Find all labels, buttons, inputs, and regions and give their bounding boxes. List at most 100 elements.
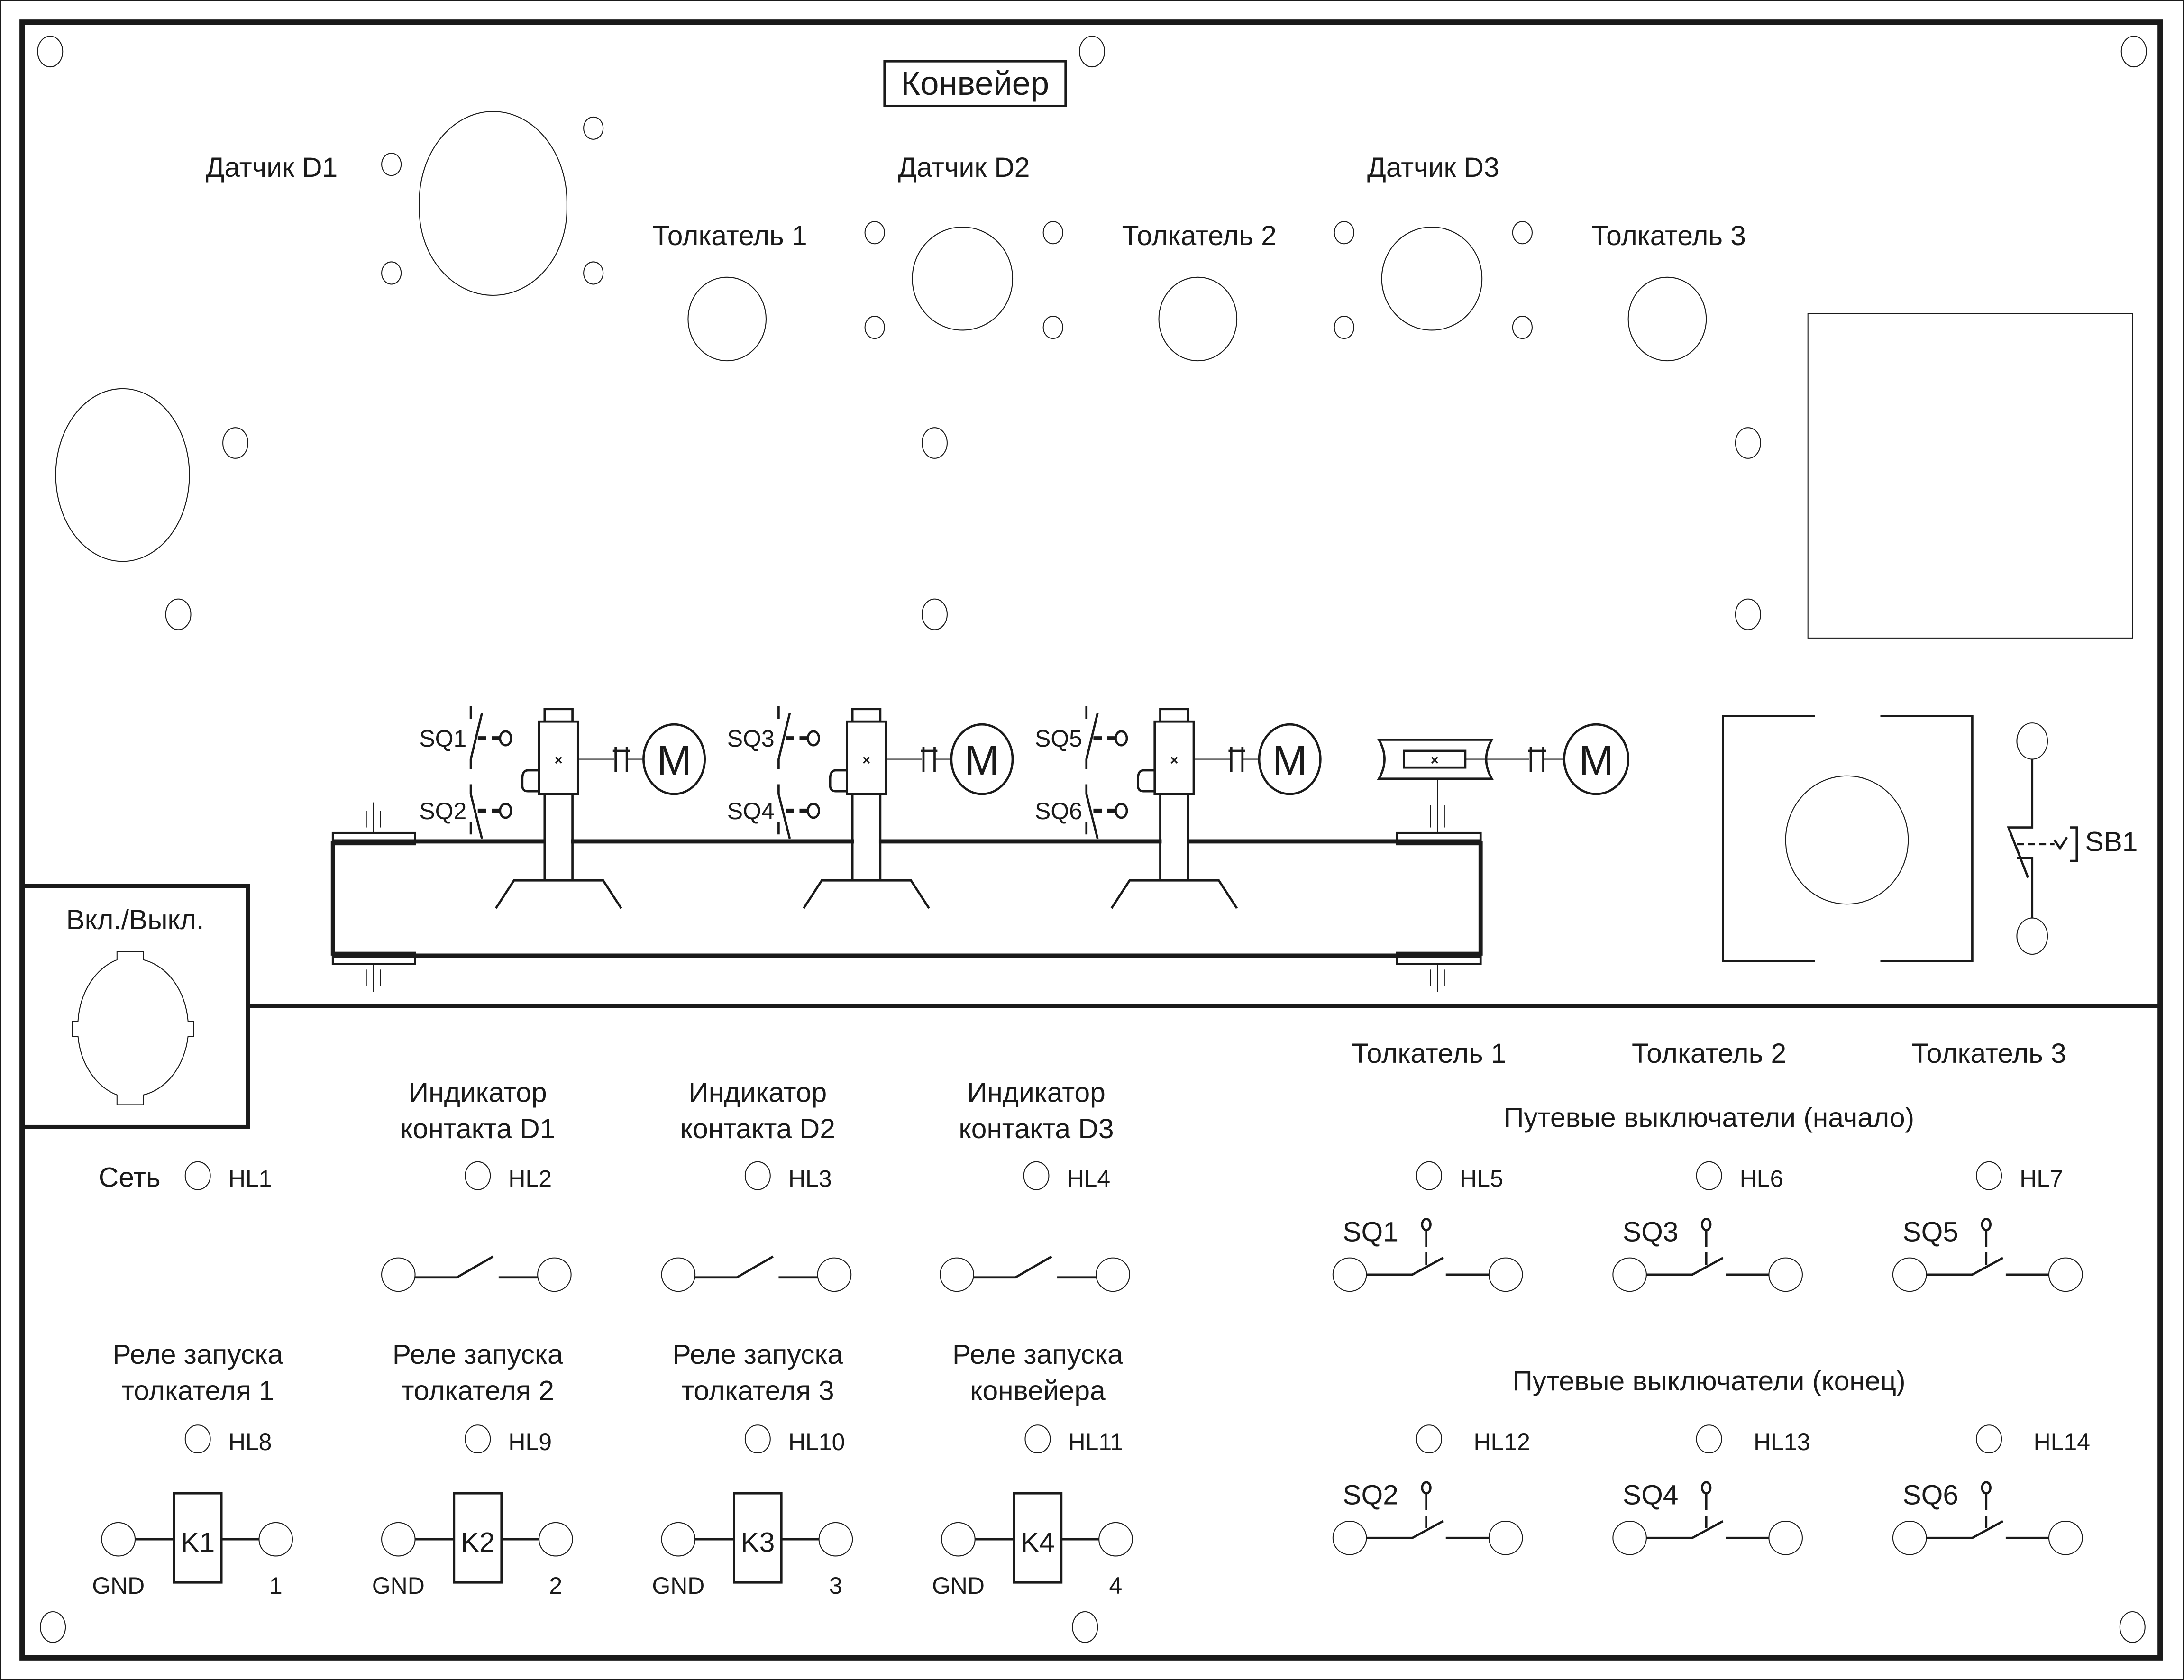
switch-terminal-right[interactable]: [2048, 1520, 2083, 1555]
power-switch-hole[interactable]: [72, 951, 194, 1105]
lamp-hl1[interactable]: [184, 1161, 211, 1190]
switch-terminal-left[interactable]: [1892, 1257, 1927, 1292]
lamp-hl2[interactable]: [465, 1161, 491, 1190]
sq-label: SQ1: [1343, 1216, 1398, 1247]
relay-terminal-gnd[interactable]: [381, 1522, 416, 1557]
switch-terminal-right[interactable]: [1488, 1520, 1523, 1555]
pusher-motor-icon: [950, 723, 1014, 795]
switch-terminal-left[interactable]: [1332, 1520, 1367, 1555]
relay-terminal-output[interactable]: [258, 1522, 293, 1557]
mounting-hole-icon: [1079, 36, 1105, 68]
lamp-hl14[interactable]: [1976, 1424, 2002, 1454]
contact-terminal-right[interactable]: [817, 1257, 852, 1292]
sq-label: SQ5: [1035, 725, 1082, 752]
switch-terminal-right[interactable]: [1768, 1257, 1803, 1292]
pusher-hook: [521, 769, 539, 793]
relay-terminal-gnd[interactable]: [101, 1522, 136, 1557]
conveyor-belt: [330, 774, 1483, 992]
switch-terminal-right[interactable]: [1768, 1520, 1803, 1555]
relay-terminal-output[interactable]: [1098, 1522, 1133, 1557]
sq-label: SQ4: [1623, 1480, 1679, 1511]
lamp-label: HL2: [508, 1166, 552, 1192]
lamp-hl3[interactable]: [744, 1161, 771, 1190]
contact-terminal-left[interactable]: [381, 1257, 416, 1292]
lamp-hl9[interactable]: [465, 1424, 491, 1454]
relay-terminal-gnd[interactable]: [941, 1522, 976, 1557]
relay-coil-icon: [1013, 1492, 1063, 1584]
conveyor-motor-hole[interactable]: [55, 388, 190, 562]
contact-terminal-right[interactable]: [1096, 1257, 1130, 1292]
title-box: [883, 60, 1067, 107]
relay-output-label: 2: [549, 1572, 562, 1599]
relay-gnd-label: GND: [92, 1572, 145, 1599]
pusher-3-hole[interactable]: [1627, 276, 1707, 362]
lamp-hl6[interactable]: [1696, 1161, 1722, 1190]
pusher-label-2: Толкатель 2: [1122, 220, 1277, 251]
relay-title-line1: Реле запуска: [672, 1339, 843, 1370]
pusher-body: [1153, 720, 1195, 795]
switch-terminal-right[interactable]: [2048, 1257, 2083, 1292]
lamp-hl13[interactable]: [1696, 1424, 1722, 1454]
lamp-hl5[interactable]: [1416, 1161, 1443, 1190]
switch-terminal-left[interactable]: [1332, 1257, 1367, 1292]
sb1-terminal-bottom[interactable]: [2016, 917, 2048, 955]
button-sb1-hole[interactable]: [1785, 775, 1909, 905]
lamp-hl11[interactable]: [1024, 1424, 1051, 1454]
sq-label: SQ2: [1343, 1480, 1398, 1511]
power-label: Вкл./Выкл.: [66, 904, 204, 935]
screw-hole-icon: [864, 221, 885, 245]
contact-terminal-right[interactable]: [537, 1257, 572, 1292]
mounting-hole-icon: [1735, 598, 1761, 630]
pusher-cross-icon: ×: [862, 752, 870, 768]
relay-terminal-output[interactable]: [818, 1522, 853, 1557]
relay-terminal-output[interactable]: [539, 1522, 573, 1557]
contact-terminal-left[interactable]: [661, 1257, 696, 1292]
switch-terminal-left[interactable]: [1892, 1520, 1927, 1555]
switch-terminal-left[interactable]: [1612, 1257, 1647, 1292]
limit-switches-start-title: Путевые выключатели (начало): [1504, 1102, 1914, 1133]
pusher-2-hole[interactable]: [1158, 276, 1238, 362]
screw-hole-icon: [1512, 221, 1533, 245]
switch-terminal-right[interactable]: [1488, 1257, 1523, 1292]
limit-switch-icon: [1926, 1217, 2049, 1276]
sensor-d3-hole[interactable]: [1381, 226, 1483, 331]
pusher-cap: [1159, 708, 1189, 723]
sensor-d2-mount[interactable]: [864, 221, 1063, 339]
lamp-label: HL13: [1754, 1429, 1810, 1455]
lamp-hl12[interactable]: [1416, 1424, 1443, 1454]
pusher-1-hole[interactable]: [687, 276, 767, 362]
lamp-label: HL9: [508, 1429, 552, 1455]
indicator-title-line2: контакта D3: [959, 1114, 1114, 1144]
pusher-label-1: Толкатель 1: [652, 220, 807, 251]
contact-terminal-left[interactable]: [940, 1257, 974, 1292]
lamp-hl4[interactable]: [1023, 1161, 1050, 1190]
sq-label: SQ4: [727, 798, 775, 824]
relay-coil-label: K4: [1021, 1527, 1055, 1558]
relay-title-line1: Реле запуска: [952, 1339, 1123, 1370]
sq-label: SQ6: [1035, 798, 1082, 824]
conveyor-drive: × M: [1377, 723, 1630, 795]
lamp-hl10[interactable]: [744, 1424, 771, 1454]
lamp-hl7[interactable]: [1976, 1161, 2002, 1190]
sensor-d1-mount[interactable]: [381, 111, 604, 296]
relay-terminal-gnd[interactable]: [661, 1522, 696, 1557]
pusher-cap: [851, 708, 882, 723]
lamp-hl8[interactable]: [184, 1424, 211, 1454]
switch-terminal-left[interactable]: [1612, 1520, 1647, 1555]
relay-coil-label: K3: [740, 1527, 775, 1558]
sensor-d3-mount[interactable]: [1334, 221, 1533, 339]
sensor-d2-hole[interactable]: [912, 226, 1014, 331]
pusher-motor-icon: [1258, 723, 1322, 795]
pusher-body: [538, 720, 579, 795]
sb1-terminal-top[interactable]: [2016, 722, 2048, 760]
sq-label: SQ6: [1902, 1480, 1958, 1511]
sensor-d1-slot[interactable]: [419, 111, 567, 296]
